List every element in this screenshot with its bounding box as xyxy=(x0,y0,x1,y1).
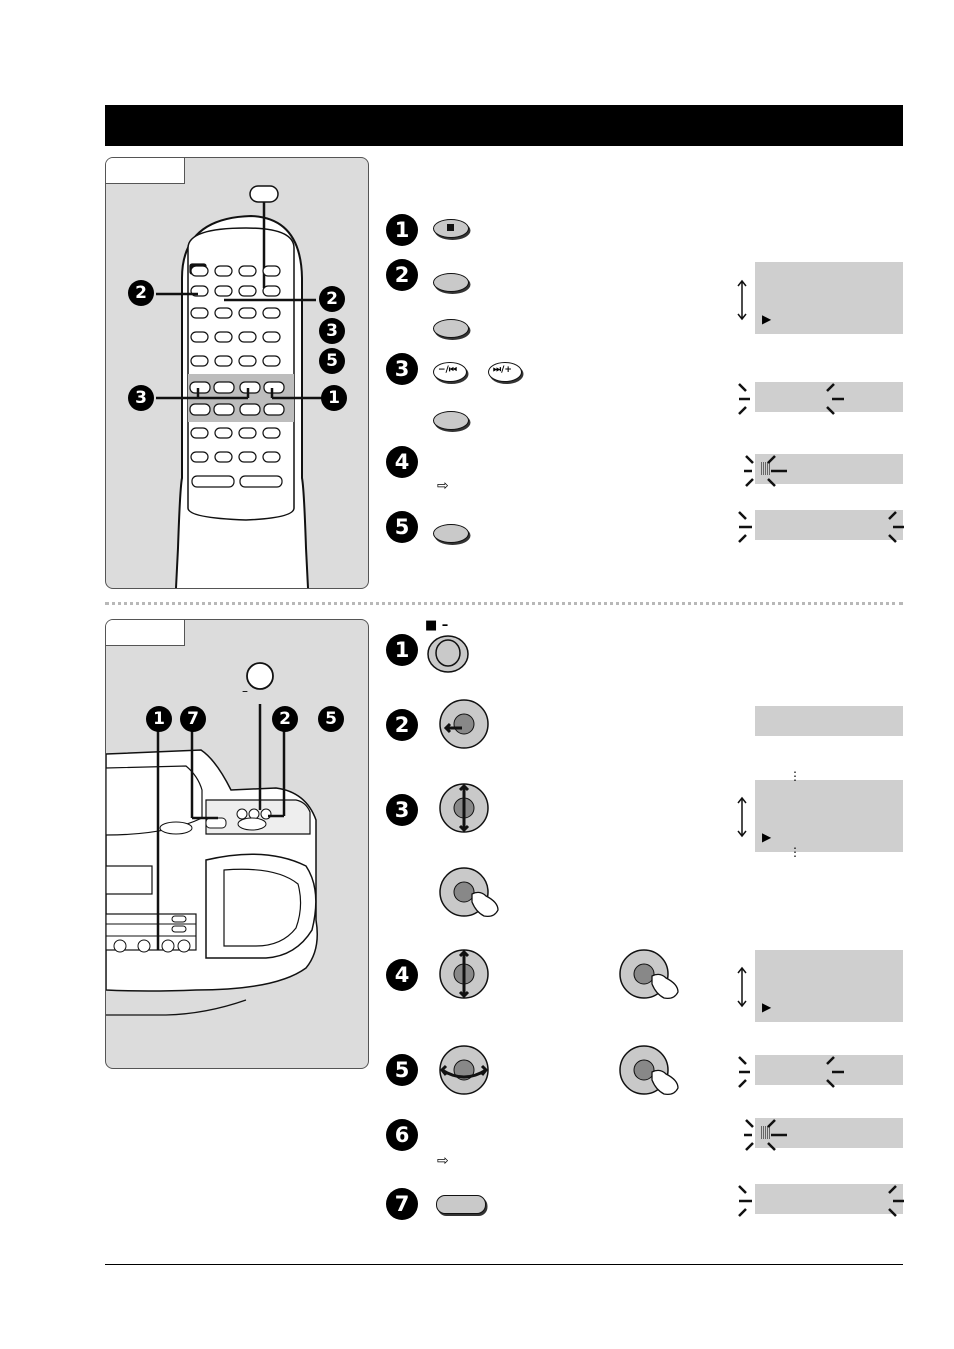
see-reference-arrow-icon: ⇨ xyxy=(437,1153,449,1169)
block-cursor-icon xyxy=(761,1126,771,1139)
separate-button-minus-label: – xyxy=(242,684,248,698)
scroll-updown-icon xyxy=(737,796,747,838)
panel-tab xyxy=(106,158,185,184)
step-6-unit: 6 xyxy=(386,1119,418,1151)
next-button[interactable]: ⏭/+ xyxy=(488,362,522,382)
lcd-display-unit-step4: ▶ xyxy=(755,950,903,1022)
display-blink-marks-icon xyxy=(738,511,904,543)
lcd-display-unit-step5 xyxy=(755,1055,903,1085)
cursor-triangle-icon: ▶ xyxy=(762,1000,772,1014)
step3-enter-button[interactable] xyxy=(433,411,469,430)
step-3-unit: 3 xyxy=(386,794,418,826)
cursor-triangle-icon: ▶ xyxy=(762,312,772,326)
step2-button-a[interactable] xyxy=(433,273,469,292)
lcd-display-step5 xyxy=(755,510,903,540)
footer-rule xyxy=(105,1264,903,1265)
section-separator xyxy=(105,602,903,605)
block-cursor-icon xyxy=(761,462,771,475)
remote-illustration-panel: 2 2 3 5 3 1 xyxy=(105,157,369,589)
step-2-unit: 2 xyxy=(386,709,418,741)
jog-dial-press-icon[interactable] xyxy=(436,862,504,922)
lcd-display-step4 xyxy=(755,454,903,484)
scroll-updown-icon xyxy=(737,966,747,1008)
unit-drawing xyxy=(106,662,318,1016)
step-1-remote: 1 xyxy=(386,214,418,246)
step-5-unit: 5 xyxy=(386,1054,418,1086)
step7-button[interactable] xyxy=(436,1195,486,1214)
stop-button[interactable] xyxy=(433,219,469,238)
callout-3-right: 3 xyxy=(319,318,345,344)
jog-dial-leftright-icon[interactable] xyxy=(436,1040,494,1100)
cursor-triangle-icon: ▶ xyxy=(762,830,772,844)
stop-knob-label: ■ – xyxy=(425,618,449,633)
blink-marks-icon xyxy=(738,383,844,415)
step-1-unit: 1 xyxy=(386,634,418,666)
step2-button-b[interactable] xyxy=(433,319,469,338)
step-7-unit: 7 xyxy=(386,1188,418,1220)
step-3-remote: 3 xyxy=(386,353,418,385)
lcd-display-step2: ▶ xyxy=(755,262,903,334)
callout-7-unit: 7 xyxy=(180,706,206,732)
callout-1-right: 1 xyxy=(321,385,347,411)
cursor-blink-marks-icon xyxy=(744,455,787,487)
blink-marks-icon xyxy=(738,1056,844,1088)
jog-dial-press-icon-2[interactable] xyxy=(616,944,684,1010)
callout-2-left: 2 xyxy=(128,280,154,306)
see-reference-arrow-icon: ⇨ xyxy=(437,478,449,494)
lcd-display-unit-step6 xyxy=(755,1118,903,1148)
unit-illustration-panel: – 1 7 2 5 xyxy=(105,619,369,1069)
panel-tab-unit xyxy=(106,620,185,646)
callout-2-unit: 2 xyxy=(272,706,298,732)
callout-2-right: 2 xyxy=(319,286,345,312)
lcd-display-step3 xyxy=(755,382,903,412)
step-2-remote: 2 xyxy=(386,259,418,291)
more-below-dots-icon: ⋮ xyxy=(789,845,801,859)
callout-1-unit: 1 xyxy=(146,706,172,732)
display-blink-marks-icon xyxy=(738,1185,904,1217)
callout-5-right: 5 xyxy=(319,348,345,374)
stop-knob-button[interactable] xyxy=(426,632,472,674)
callout-3-left: 3 xyxy=(128,385,154,411)
lcd-display-unit-step3: ▶ xyxy=(755,780,903,852)
prev-button-label: −/⏮ xyxy=(438,365,457,375)
jog-dial-left-icon[interactable] xyxy=(436,694,494,754)
remote-control-drawing xyxy=(156,185,322,588)
next-button-label: ⏭/+ xyxy=(493,365,512,375)
callout-5-unit: 5 xyxy=(318,706,344,732)
step5-button[interactable] xyxy=(433,524,469,543)
title-bar xyxy=(105,105,903,146)
more-above-dots-icon: ⋮ xyxy=(789,769,801,783)
jog-dial-press-icon-3[interactable] xyxy=(616,1040,684,1106)
jog-dial-updown-icon-2[interactable] xyxy=(436,944,494,1004)
cursor-blink-marks-icon xyxy=(744,1119,787,1151)
step-4-remote: 4 xyxy=(386,446,418,478)
step-5-remote: 5 xyxy=(386,511,418,543)
step-4-unit: 4 xyxy=(386,959,418,991)
lcd-display-unit-step7 xyxy=(755,1184,903,1214)
jog-dial-updown-icon[interactable] xyxy=(436,778,494,838)
prev-button[interactable]: −/⏮ xyxy=(433,362,467,382)
scroll-updown-icon xyxy=(737,279,747,321)
lcd-display-unit-step2 xyxy=(755,706,903,736)
